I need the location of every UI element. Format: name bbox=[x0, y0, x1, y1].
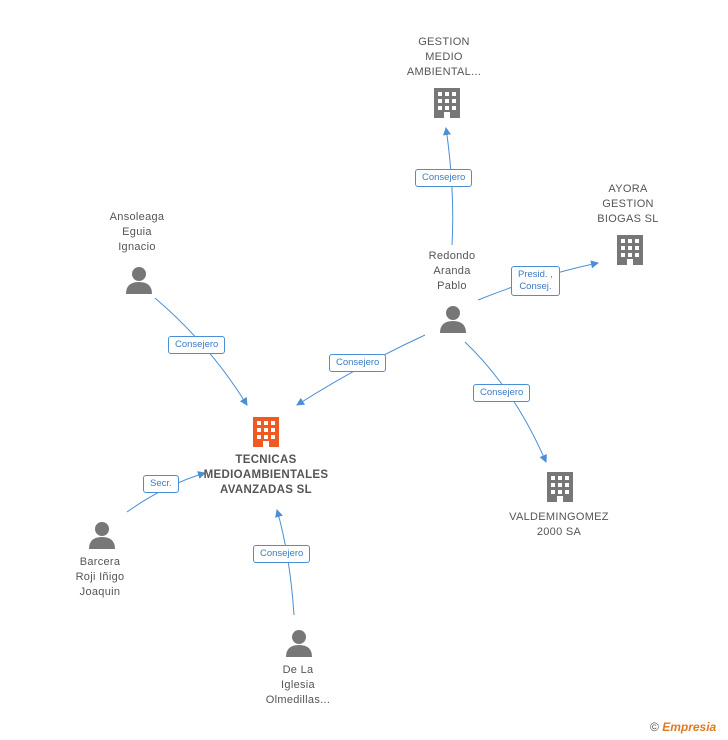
person-icon[interactable] bbox=[87, 520, 117, 550]
edge-redondo-gestion bbox=[443, 127, 454, 246]
company-label-valdemingomez[interactable]: VALDEMINGOMEZ 2000 SA bbox=[509, 511, 609, 538]
brand-name: Empresia bbox=[662, 720, 717, 734]
building-icon[interactable] bbox=[432, 86, 462, 120]
building-icon[interactable] bbox=[545, 470, 575, 504]
edge-label-barcera-tecnicas[interactable]: Secr. bbox=[143, 475, 179, 493]
main-building-icon[interactable] bbox=[251, 415, 281, 449]
edge-label-redondo-ayora[interactable]: Presid. , Consej. bbox=[511, 266, 560, 296]
edge-label-redondo-tecnicas[interactable]: Consejero bbox=[329, 354, 387, 372]
person-label-ansoleaga[interactable]: Ansoleaga Eguia Ignacio bbox=[109, 211, 165, 253]
person-icon[interactable] bbox=[124, 265, 154, 295]
company-label-ayora[interactable]: AYORA GESTION BIOGAS SL bbox=[597, 183, 659, 225]
person-icon[interactable] bbox=[284, 628, 314, 658]
company-label-gestion[interactable]: GESTION MEDIO AMBIENTAL... bbox=[406, 36, 482, 78]
footer-brand: © Empresia bbox=[650, 720, 716, 734]
person-label-delaiglesia[interactable]: De La Iglesia Olmedillas... bbox=[265, 664, 331, 706]
edge-label-ansoleaga-tecnicas[interactable]: Consejero bbox=[168, 336, 226, 354]
person-label-barcera[interactable]: Barcera Roji Iñigo Joaquin bbox=[75, 556, 125, 598]
edge-redondo-valdemingomez bbox=[464, 341, 547, 463]
edge-label-redondo-gestion[interactable]: Consejero bbox=[415, 169, 473, 187]
edge-label-redondo-valdemingomez[interactable]: Consejero bbox=[473, 384, 531, 402]
person-label-redondo[interactable]: Redondo Aranda Pablo bbox=[428, 250, 476, 292]
person-icon[interactable] bbox=[438, 304, 468, 334]
company-label-tecnicas[interactable]: TECNICAS MEDIOAMBIENTALES AVANZADAS SL bbox=[203, 454, 329, 496]
building-icon[interactable] bbox=[615, 233, 645, 267]
copyright-symbol: © bbox=[650, 720, 659, 734]
edge-label-delaiglesia-tecnicas[interactable]: Consejero bbox=[253, 545, 311, 563]
